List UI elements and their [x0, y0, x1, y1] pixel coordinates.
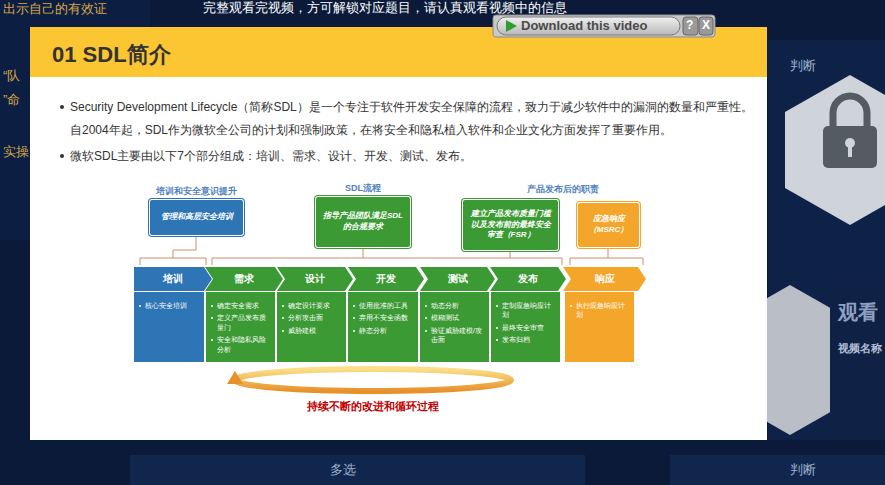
group-heading: 产品发布后的职责 — [503, 184, 623, 195]
hex-tile — [785, 75, 885, 225]
task-item: 验证威胁建模/攻击面 — [424, 326, 486, 345]
task-item: 确定安全需求 — [210, 301, 272, 310]
cycle-caption: 持续不断的改进和循环过程 — [223, 400, 523, 413]
bullet-dot — [60, 105, 64, 109]
bullet-paragraph: Security Development Lifecycle（简称SDL）是一个… — [70, 96, 760, 142]
phase-chevron: 开发 — [348, 267, 424, 291]
background-text: 出示自己的有效证 — [3, 1, 107, 17]
task-item: 威胁建模 — [281, 326, 343, 335]
task-item: 静态分析 — [352, 326, 415, 335]
question-type: 判断 — [790, 462, 816, 478]
task-item: 动态分析 — [424, 301, 486, 310]
task-item: 定义产品发布质量门 — [210, 313, 272, 332]
panel-text: 视频名称 — [838, 342, 882, 355]
phase-name: 响应 — [595, 272, 615, 286]
bullet-paragraph: 微软SDL主要由以下7个部分组成：培训、需求、设计、开发、测试、发布。 — [70, 145, 760, 168]
box-text: 建立产品发布质量门槛以及发布前的最终安全审查（FSR） — [468, 209, 553, 241]
task-item: 安全和隐私风险分析 — [210, 335, 272, 354]
task-box: 动态分析模糊测试验证威胁建模/攻击面 — [420, 292, 489, 362]
task-item: 发布归档 — [495, 335, 557, 344]
phase-name: 测试 — [448, 272, 468, 286]
lock-icon — [823, 96, 877, 168]
chevron-fill — [490, 267, 566, 291]
task-box: 核心安全培训 — [134, 292, 204, 362]
bottom-panel — [130, 455, 585, 485]
phase-chevron: 发布 — [490, 267, 566, 291]
task-box: 确定安全需求定义产品发布质量门安全和隐私风险分析 — [206, 292, 275, 362]
phase-chevron: 需求 — [205, 267, 283, 291]
chevron-fill — [277, 267, 353, 291]
question-type: 多选 — [330, 462, 356, 478]
phase-chevron: 响应 — [563, 267, 646, 291]
close-button-text: X — [702, 18, 710, 32]
box-text: 管理和高层安全培训 — [161, 212, 233, 223]
background-text: 实操 — [3, 144, 29, 160]
process-box: 建立产品发布质量门槛以及发布前的最终安全审查（FSR） — [463, 200, 558, 250]
training-box: 培训和安全意识提升管理和高层安全培训 — [150, 200, 243, 235]
box-heading: SDL流程 — [296, 182, 430, 195]
panel-heading: 观看 — [838, 300, 878, 324]
task-item: 模糊测试 — [424, 313, 486, 322]
phase-name: 发布 — [518, 272, 538, 286]
phase-name: 需求 — [234, 272, 254, 286]
process-box: SDL流程指导产品团队满足SDL的合规要求 — [316, 197, 410, 247]
task-item: 使用批准的工具 — [352, 301, 415, 310]
task-box: 定制应急响应计划最终安全审查发布归档 — [491, 292, 560, 362]
chevron-fill — [205, 267, 283, 291]
task-box: 确定设计要求分析攻击面威胁建模 — [277, 292, 346, 362]
task-box: 执行应急响应计划 — [565, 292, 634, 362]
phase-name: 开发 — [376, 272, 396, 286]
question-type: 判断 — [790, 58, 816, 74]
slide — [30, 27, 767, 440]
slide-title: 01 SDL简介 — [52, 40, 171, 70]
info-panel — [830, 280, 885, 440]
task-item: 最终安全审查 — [495, 323, 557, 332]
chevron-fill — [348, 267, 424, 291]
chevron-fill — [563, 267, 646, 291]
cycle-arrow — [235, 369, 511, 391]
chevron-fill — [134, 267, 212, 291]
task-item: 执行应急响应计划 — [569, 301, 631, 320]
download-bar — [493, 15, 715, 37]
download-button-text: Download this video — [521, 18, 647, 34]
bottom-panel — [670, 455, 885, 485]
response-box: 应急响应（MSRC） — [578, 203, 639, 247]
phase-name: 设计 — [305, 272, 325, 286]
phase-name: 培训 — [163, 272, 183, 286]
phase-chevron: 设计 — [277, 267, 353, 291]
task-item: 确定设计要求 — [281, 301, 343, 310]
task-item: 弃用不安全函数 — [352, 313, 415, 322]
cycle-arrowhead — [227, 371, 243, 384]
notice-text: 完整观看完视频，方可解锁对应题目，请认真观看视频中的信息 — [203, 0, 567, 16]
bullet-dot — [60, 154, 64, 158]
task-item: 分析攻击面 — [281, 313, 343, 322]
help-button-text: ? — [686, 18, 693, 32]
box-heading: 培训和安全意识提升 — [130, 185, 263, 198]
phase-chevron: 测试 — [420, 267, 495, 291]
background-text: ”命 — [3, 92, 20, 108]
task-box: 使用批准的工具弃用不安全函数静态分析 — [348, 292, 418, 362]
task-item: 定制应急响应计划 — [495, 301, 557, 320]
task-item: 核心安全培训 — [138, 301, 201, 310]
background-text: “队 — [3, 68, 20, 84]
chevron-fill — [420, 267, 495, 291]
box-text: 指导产品团队满足SDL的合规要求 — [321, 211, 405, 233]
phase-chevron: 培训 — [134, 267, 212, 291]
box-text: 应急响应（MSRC） — [583, 214, 634, 236]
